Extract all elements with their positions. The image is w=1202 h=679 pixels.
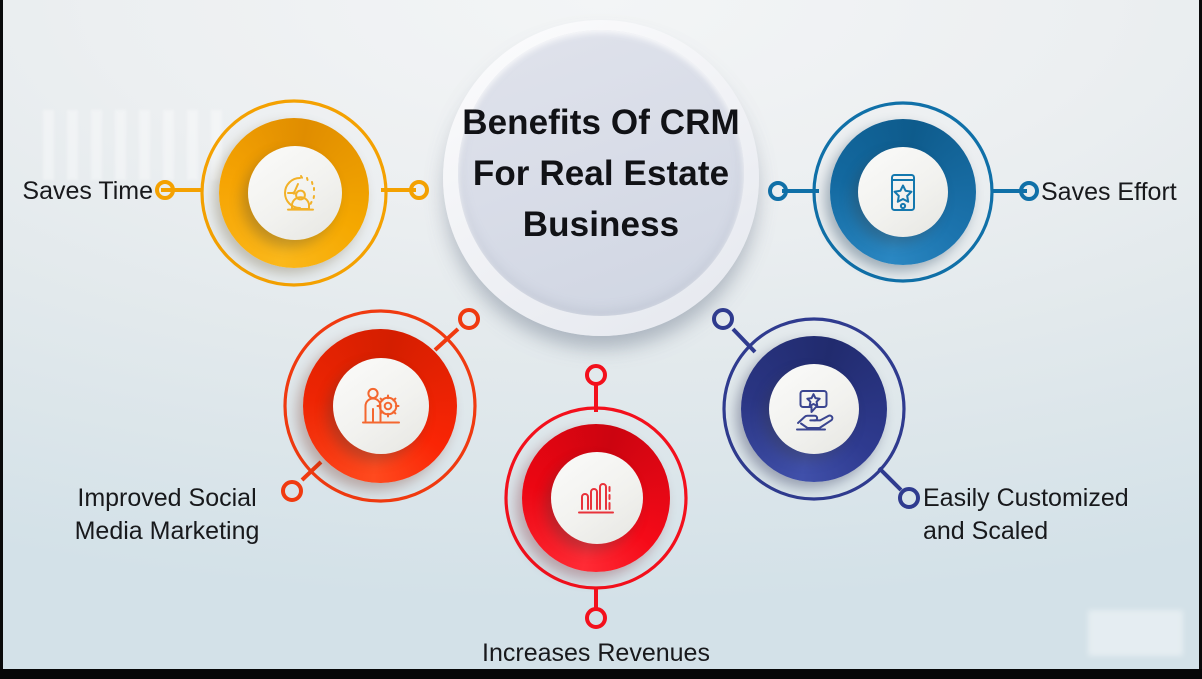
- mobile-star-icon: [891, 174, 915, 211]
- improved-social-media-marketing-core: [333, 358, 429, 454]
- person-gear-icon: [362, 387, 400, 424]
- bar-chart-icon: [578, 483, 614, 514]
- page-title: Benefits Of CRM For Real Estate Business: [462, 102, 740, 244]
- bottom-letterbox-border: [0, 669, 1202, 679]
- saves-effort-core: [858, 147, 948, 237]
- hub-inner-disc: [458, 30, 744, 316]
- label-saves-time: Saves Time: [22, 177, 153, 205]
- improved-social-media-marketing-thin-ring: [283, 309, 477, 503]
- saves-time-thin-ring: [200, 99, 388, 287]
- wire-increases-revenues: [585, 364, 607, 629]
- wire-easily-customized-and-scaled: [712, 308, 920, 509]
- label-increases-revenues: Increases Revenues: [482, 639, 710, 667]
- increases-revenues-core: [551, 452, 643, 544]
- infographic-canvas: Benefits Of CRM For Real Estate Business: [3, 0, 1199, 669]
- label-saves-effort: Saves Effort: [1041, 178, 1177, 206]
- left-letterbox-border: [0, 0, 3, 679]
- easily-customized-and-scaled-thin-ring: [722, 317, 906, 501]
- clock-person-icon: [284, 175, 315, 211]
- increases-revenues-thin-ring: [504, 406, 688, 590]
- label-easily-customized-and-scaled: Easily Customized and Scaled: [923, 484, 1129, 545]
- connector-wires: [155, 180, 1039, 629]
- right-letterbox-border: [1199, 0, 1202, 679]
- label-improved-social-media-marketing: Improved Social Media Marketing: [74, 484, 260, 545]
- easily-customized-and-scaled-core: [769, 364, 859, 454]
- saves-effort-thin-ring: [812, 101, 994, 283]
- hand-star-icon: [796, 390, 834, 431]
- saves-time-core: [248, 146, 342, 240]
